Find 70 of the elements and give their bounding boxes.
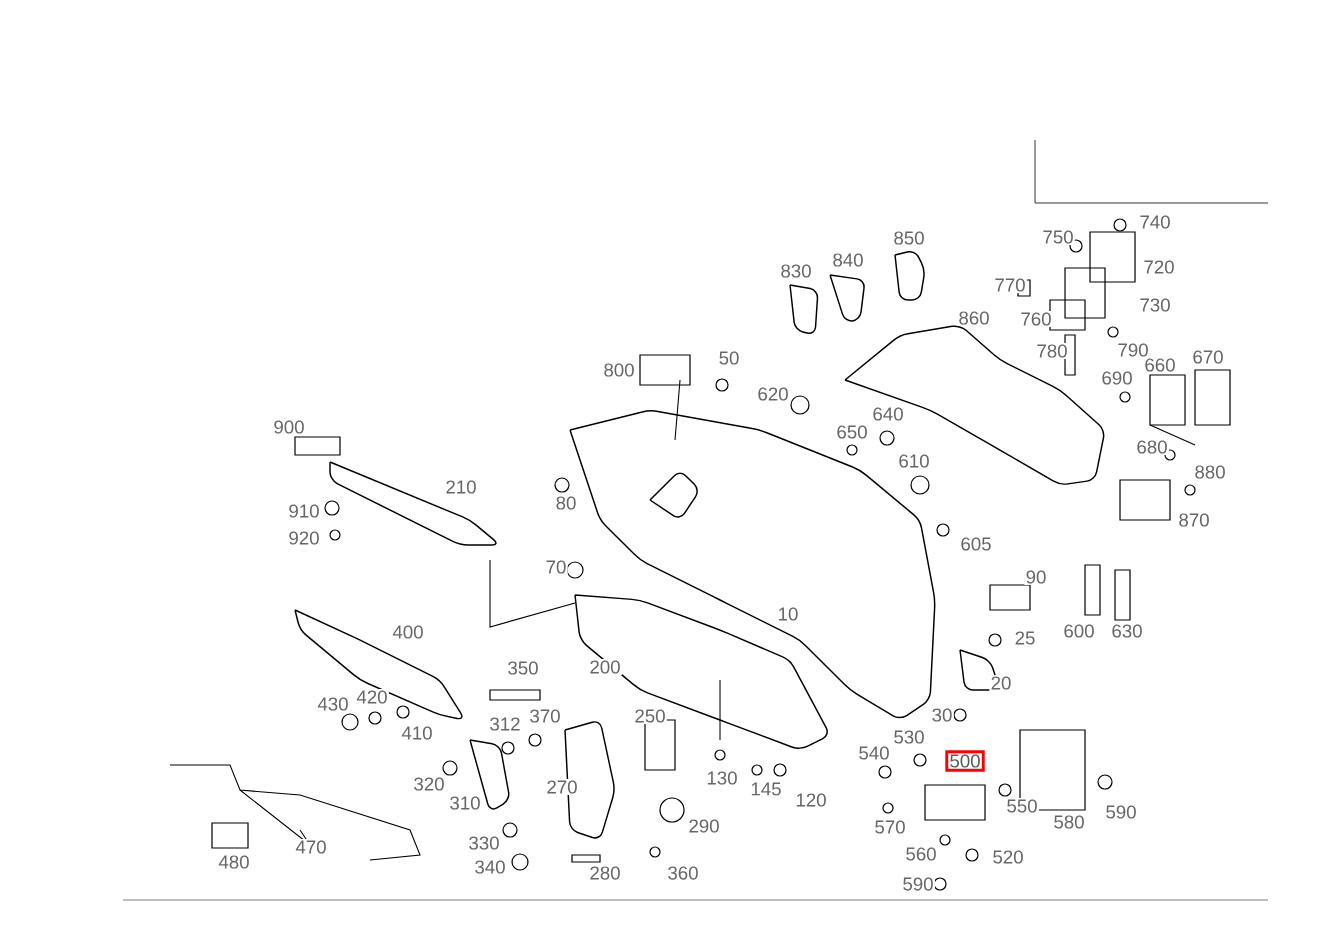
callout-number: 680 [1135,439,1169,455]
callout-number: 120 [794,792,828,808]
callout-number: 780 [1035,343,1069,359]
callout-number: 730 [1138,297,1172,313]
callout-number: 10 [776,606,800,622]
callout-number: 760 [1019,311,1053,327]
callout-number: 610 [897,453,931,469]
callout-number: 660 [1143,357,1177,373]
callout-number: 340 [473,859,507,875]
callout-number: 720 [1142,259,1176,275]
callout-number: 870 [1177,512,1211,528]
callout-number: 920 [287,530,321,546]
callout-number: 480 [217,854,251,870]
callout-number: 30 [930,707,954,723]
callout-number: 900 [272,419,306,435]
callout-number: 690 [1100,370,1134,386]
callout-number: 280 [588,865,622,881]
callout-number: 840 [831,252,865,268]
callout-number: 80 [554,495,578,511]
callout-number: 250 [633,708,667,724]
callout-number: 70 [544,559,568,575]
callout-number: 200 [588,659,622,675]
callout-number: 400 [391,624,425,640]
callout-number: 290 [687,818,721,834]
callout-number: 370 [528,708,562,724]
highlighted-callout-number: 500 [945,750,985,772]
callout-number: 670 [1191,349,1225,365]
callout-number: 560 [904,846,938,862]
callout-number: 790 [1116,342,1150,358]
callout-number: 25 [1013,630,1037,646]
callout-number: 620 [756,386,790,402]
callout-number: 850 [892,230,926,246]
callout-number: 210 [444,479,478,495]
callout-number: 550 [1005,798,1039,814]
callout-number: 860 [957,310,991,326]
callout-number: 470 [294,839,328,855]
callout-number: 630 [1110,623,1144,639]
callout-number: 270 [545,779,579,795]
callout-number: 880 [1193,464,1227,480]
callout-number: 800 [602,362,636,378]
callout-number: 540 [857,745,891,761]
callout-number: 145 [749,781,783,797]
callout-number: 20 [989,675,1013,691]
callout-number: 330 [467,835,501,851]
callout-number: 910 [287,503,321,519]
callout-number: 570 [873,819,907,835]
callout-number: 130 [705,770,739,786]
callout-number: 320 [412,776,446,792]
callout-number: 600 [1062,623,1096,639]
callout-number: 770 [993,277,1027,293]
callout-number: 830 [779,263,813,279]
callout-number: 590 [901,876,935,892]
callout-number: 520 [991,849,1025,865]
callout-number: 640 [871,406,905,422]
callout-number: 420 [355,689,389,705]
callout-number: 650 [835,424,869,440]
callout-number: 530 [892,729,926,745]
callout-number: 360 [666,865,700,881]
callout-number: 312 [488,716,522,732]
callout-number: 310 [448,795,482,811]
callout-number: 590 [1104,804,1138,820]
callout-number: 410 [400,725,434,741]
callout-number: 50 [717,350,741,366]
callout-number: 580 [1052,814,1086,830]
callout-number: 740 [1138,214,1172,230]
callout-number: 605 [959,536,993,552]
callout-number: 350 [506,660,540,676]
callout-number: 90 [1024,569,1048,585]
callout-number: 430 [316,696,350,712]
callout-number: 750 [1041,229,1075,245]
